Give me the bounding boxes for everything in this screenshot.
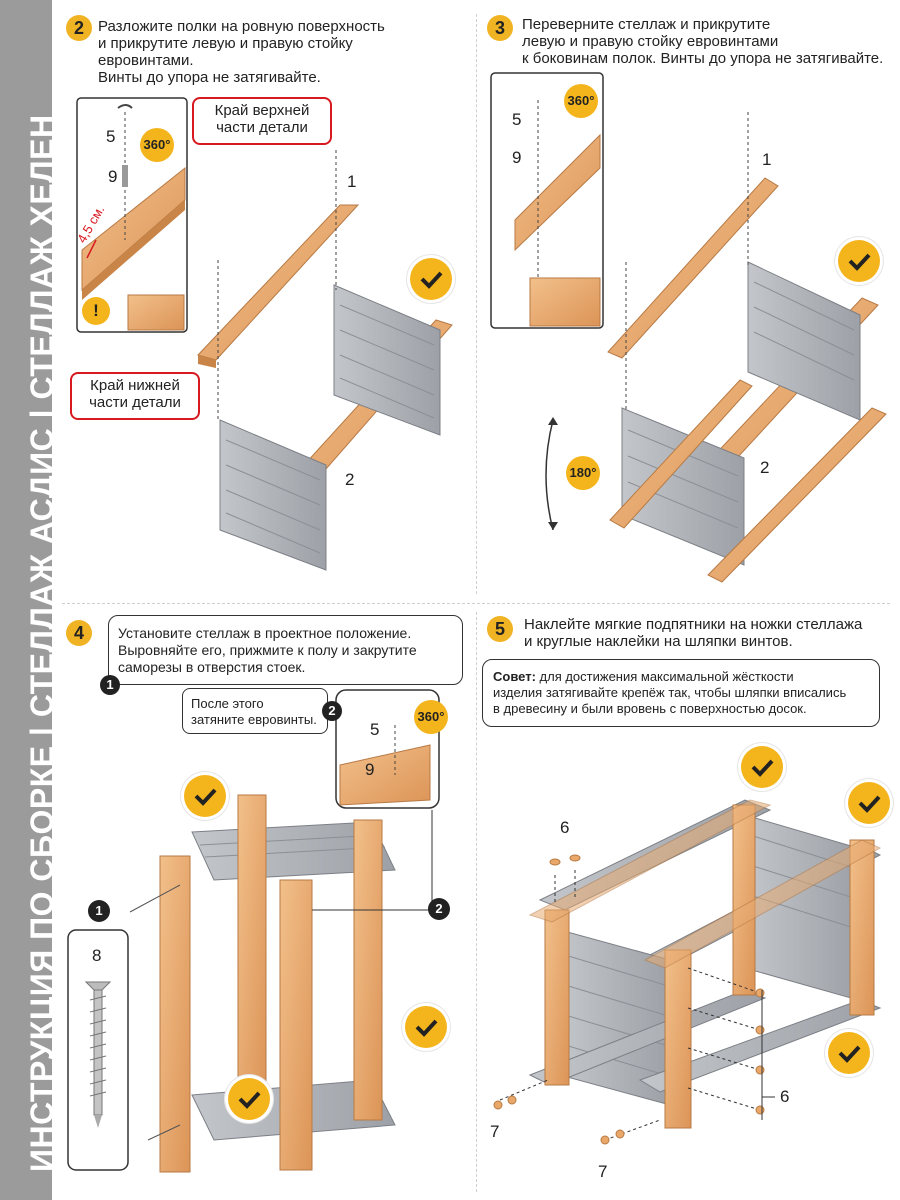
step-2-check-icon <box>410 258 452 300</box>
step-4-text-line1: Установите стеллаж в проектное положение… <box>118 626 411 641</box>
step-3-label-1: 1 <box>762 150 771 170</box>
step-5-tip-line1: Совет: для достижения максимальной жёстк… <box>493 669 794 684</box>
step-5-label-6-top: 6 <box>560 818 569 838</box>
step-3-text-line2: левую и правую стойку евровинтами <box>522 33 778 50</box>
check-mark <box>228 1078 270 1120</box>
step-5-tip-line1-text: для достижения максимальной жёсткости <box>536 669 794 684</box>
step-3-text-line1: Переверните стеллаж и прикрутите <box>522 16 770 33</box>
callout-bottom-edge: Край нижней части детали <box>70 372 200 420</box>
step-4-text-line2: Выровняйте его, прижмите к полу и закрут… <box>118 643 417 658</box>
step-4-label-9: 9 <box>365 760 374 780</box>
callout-top-edge: Край верхней части детали <box>192 97 332 145</box>
check-mark <box>410 258 452 300</box>
step-2-number: 2 <box>66 15 92 41</box>
step-4-label-8: 8 <box>92 946 101 966</box>
step-4-check-top <box>184 775 226 817</box>
check-mark <box>828 1032 870 1074</box>
step-4-note-box <box>182 688 328 734</box>
step-5-text-line1: Наклейте мягкие подпятники на ножки стел… <box>524 616 862 633</box>
step-5-tip-bold: Совет: <box>493 669 536 684</box>
step-4-label-5: 5 <box>370 720 379 740</box>
step-4-text-line3: саморезы в отверстия стоек. <box>118 660 305 675</box>
step-2-text-line1: Разложите полки на ровную поверхность <box>98 18 385 35</box>
step-5-text-line2: и круглые наклейки на шляпки винтов. <box>524 633 793 650</box>
step-2-label-2: 2 <box>345 470 354 490</box>
step-3-label-2: 2 <box>760 458 769 478</box>
check-mark <box>405 1006 447 1048</box>
step-4-check-bottom <box>228 1078 270 1120</box>
step-4-check-right <box>405 1006 447 1048</box>
check-mark <box>184 775 226 817</box>
step-3-flip-badge: 180° <box>566 456 600 490</box>
step-4-number: 4 <box>66 620 92 646</box>
step-2-warning-icon: ! <box>82 297 110 325</box>
step-3-label-5: 5 <box>512 110 521 130</box>
step-4-marker-2-top: 2 <box>322 701 342 721</box>
step-3-text-line3: к боковинам полок. Винты до упора не зат… <box>522 50 883 67</box>
step-4-marker-2-bolt: 2 <box>428 898 450 920</box>
step-3-rotate-badge: 360° <box>564 84 598 118</box>
step-3-label-9: 9 <box>512 148 521 168</box>
check-mark <box>848 782 890 824</box>
step-5-check-right-bottom <box>828 1032 870 1074</box>
step-4-rotate-badge: 360° <box>414 700 448 734</box>
step-5-number: 5 <box>487 616 513 642</box>
step-4-note-line2: затяните евровинты. <box>191 712 317 727</box>
step-5-tip-line3: в древесину и были вровень с поверхность… <box>493 701 807 716</box>
check-mark <box>741 746 783 788</box>
check-mark <box>838 240 880 282</box>
step-3-number: 3 <box>487 15 513 41</box>
step-2-text-line2: и прикрутите левую и правую стойку <box>98 35 353 52</box>
step-5-label-6-right: 6 <box>780 1087 789 1107</box>
step-5-tip-line2: изделия затягивайте крепёж так, чтобы шл… <box>493 685 846 700</box>
step-5-check-top <box>741 746 783 788</box>
step-3-check-icon <box>838 240 880 282</box>
step-4-marker-1-top: 1 <box>100 675 120 695</box>
step-5-label-7-right: 7 <box>598 1162 607 1182</box>
step-2-label-9: 9 <box>108 167 117 187</box>
step-2-label-5: 5 <box>106 127 115 147</box>
step-2-label-1: 1 <box>347 172 356 192</box>
step-2-text-line3: евровинтами. <box>98 52 194 69</box>
step-2-rotate-badge: 360° <box>140 128 174 162</box>
step-2-text-line4: Винты до упора не затягивайте. <box>98 69 321 86</box>
step-5-label-7-left: 7 <box>490 1122 499 1142</box>
step-5-check-right-top <box>848 782 890 824</box>
step-4-marker-1-screw: 1 <box>88 900 110 922</box>
step-4-note-line1: После этого <box>191 696 264 711</box>
